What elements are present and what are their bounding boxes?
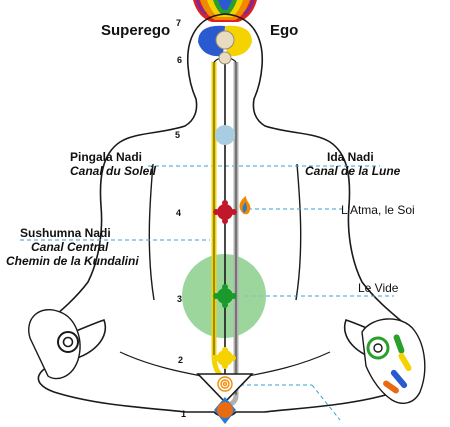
ida-sublabel: Canal de la Lune <box>305 164 401 178</box>
pingala-label: Pingala Nadi <box>70 150 142 164</box>
heart-chakra <box>217 204 233 220</box>
nabhi-chakra-petals <box>213 284 237 308</box>
chakra-number-2: 2 <box>178 355 183 365</box>
chakra-number-5: 5 <box>175 130 180 140</box>
ego-heading: Ego <box>270 22 298 39</box>
vide-label: Le Vide <box>358 281 399 295</box>
chakra-number-7: 7 <box>176 18 181 28</box>
right-hand <box>361 318 426 404</box>
mooladhara-chakra <box>217 402 233 418</box>
guide-lines <box>20 165 394 421</box>
atma-label: L'Atma, le Soi <box>341 203 415 217</box>
chakra-number-3: 3 <box>177 294 182 304</box>
pingala-sublabel: Canal du Soleil <box>70 164 157 178</box>
sushumna-label: Sushumna Nadi <box>20 226 111 240</box>
right-arm-inner <box>295 163 302 301</box>
chakra-number-1: 1 <box>181 409 186 419</box>
swadisthan-chakra-petals <box>214 347 236 369</box>
heart-chakra-petals <box>213 200 237 224</box>
left-arm-inner <box>148 163 155 301</box>
chakra-number-4: 4 <box>176 208 181 218</box>
superego-heading: Superego <box>101 22 170 39</box>
nabhi-chakra <box>217 288 233 304</box>
chakra-number-6: 6 <box>177 55 182 65</box>
vishuddhi-chakra <box>215 125 235 145</box>
agnya-chakra <box>215 30 235 50</box>
sushumna-sublabel-1: Canal Central <box>31 240 109 254</box>
sushumna-sublabel-2: Chemin de la Kundalini <box>6 254 139 268</box>
left-hand <box>28 309 81 380</box>
spiral-icon <box>217 376 233 392</box>
crown-lotus-icon <box>193 0 257 22</box>
agnya-node <box>218 51 232 65</box>
flame-icon <box>239 196 251 215</box>
swadisthan-chakra <box>217 350 233 366</box>
ida-label: Ida Nadi <box>327 150 374 164</box>
